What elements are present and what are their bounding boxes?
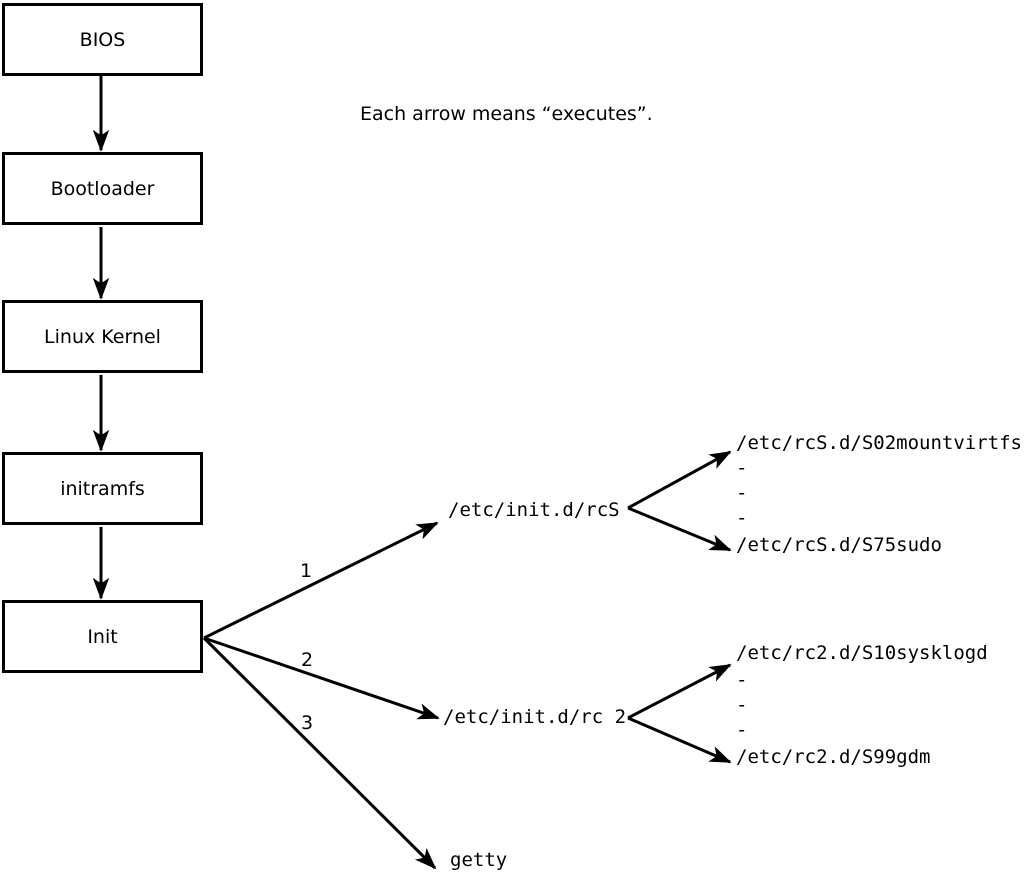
rc2-child-dash: -: [736, 719, 748, 741]
arrow-rc2-to-S10sysklogd: [627, 663, 732, 720]
target-rc2: /etc/init.d/rc 2: [443, 706, 627, 728]
node-bootloader: Bootloader: [2, 152, 203, 225]
node-linux-kernel-label: Linux Kernel: [44, 325, 161, 348]
rcS-child-dash: -: [736, 507, 748, 529]
rcS-child-S75sudo: /etc/rcS.d/S75sudo: [736, 534, 942, 556]
node-initramfs: initramfs: [2, 452, 203, 525]
rcS-child-dash: -: [736, 482, 748, 504]
node-init-label: Init: [87, 625, 118, 648]
node-bios-label: BIOS: [79, 28, 126, 51]
rc2-child-dash: -: [736, 669, 748, 691]
branch-order-3: 3: [300, 712, 314, 734]
arrow-init-to-rc2: [203, 636, 440, 720]
target-rcS: /etc/init.d/rcS: [448, 499, 620, 521]
diagram-caption: Each arrow means “executes”.: [360, 103, 653, 125]
branch-order-1: 1: [299, 560, 313, 582]
node-bootloader-label: Bootloader: [50, 177, 155, 200]
rcS-child-dash: -: [736, 457, 748, 479]
target-getty: getty: [450, 849, 508, 871]
rc2-child-dash: -: [736, 694, 748, 716]
arrow-rcS-to-S02mountvirtfs: [627, 450, 732, 510]
node-initramfs-label: initramfs: [60, 477, 145, 500]
arrow-init-to-rcS: [203, 521, 439, 640]
rc2-child-S99gdm: /etc/rc2.d/S99gdm: [736, 746, 931, 768]
arrow-rcS-to-S75sudo: [627, 506, 732, 552]
node-bios: BIOS: [2, 3, 203, 76]
rcS-child-S02mountvirtfs: /etc/rcS.d/S02mountvirtfs: [736, 432, 1022, 454]
rc2-child-S10sysklogd: /etc/rc2.d/S10sysklogd: [736, 642, 988, 664]
arrow-rc2-to-S99gdm: [627, 716, 732, 764]
arrow-init-to-getty: [202, 636, 437, 870]
node-linux-kernel: Linux Kernel: [2, 300, 203, 373]
node-init: Init: [2, 600, 203, 673]
branch-order-2: 2: [300, 649, 314, 671]
